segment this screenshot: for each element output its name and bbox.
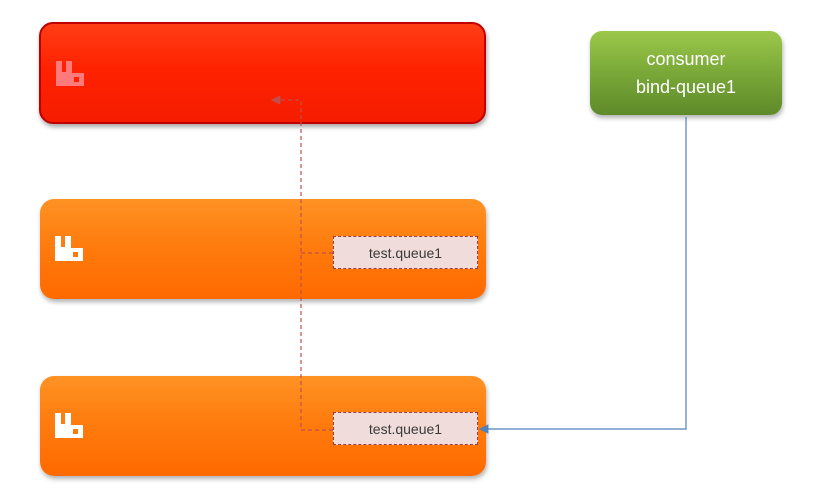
consumer-box[interactable]: consumer bind-queue1 <box>590 31 782 115</box>
rabbitmq-logo-icon <box>55 413 83 438</box>
consumer-binding-link <box>478 117 687 434</box>
consumer-label: consumer <box>646 49 726 69</box>
queue-box[interactable]: test.queue1 <box>333 236 478 269</box>
broker-node-mirror-2: test.queue1 <box>40 376 486 476</box>
broker-node-mirror-1: test.queue1 <box>40 199 486 299</box>
rabbitmq-logo-icon <box>55 236 83 261</box>
broker-node-primary <box>39 22 486 124</box>
consumer-queue-label: bind-queue1 <box>635 77 737 97</box>
queue-box[interactable]: test.queue1 <box>333 412 478 445</box>
rabbitmq-logo-icon <box>56 61 84 86</box>
